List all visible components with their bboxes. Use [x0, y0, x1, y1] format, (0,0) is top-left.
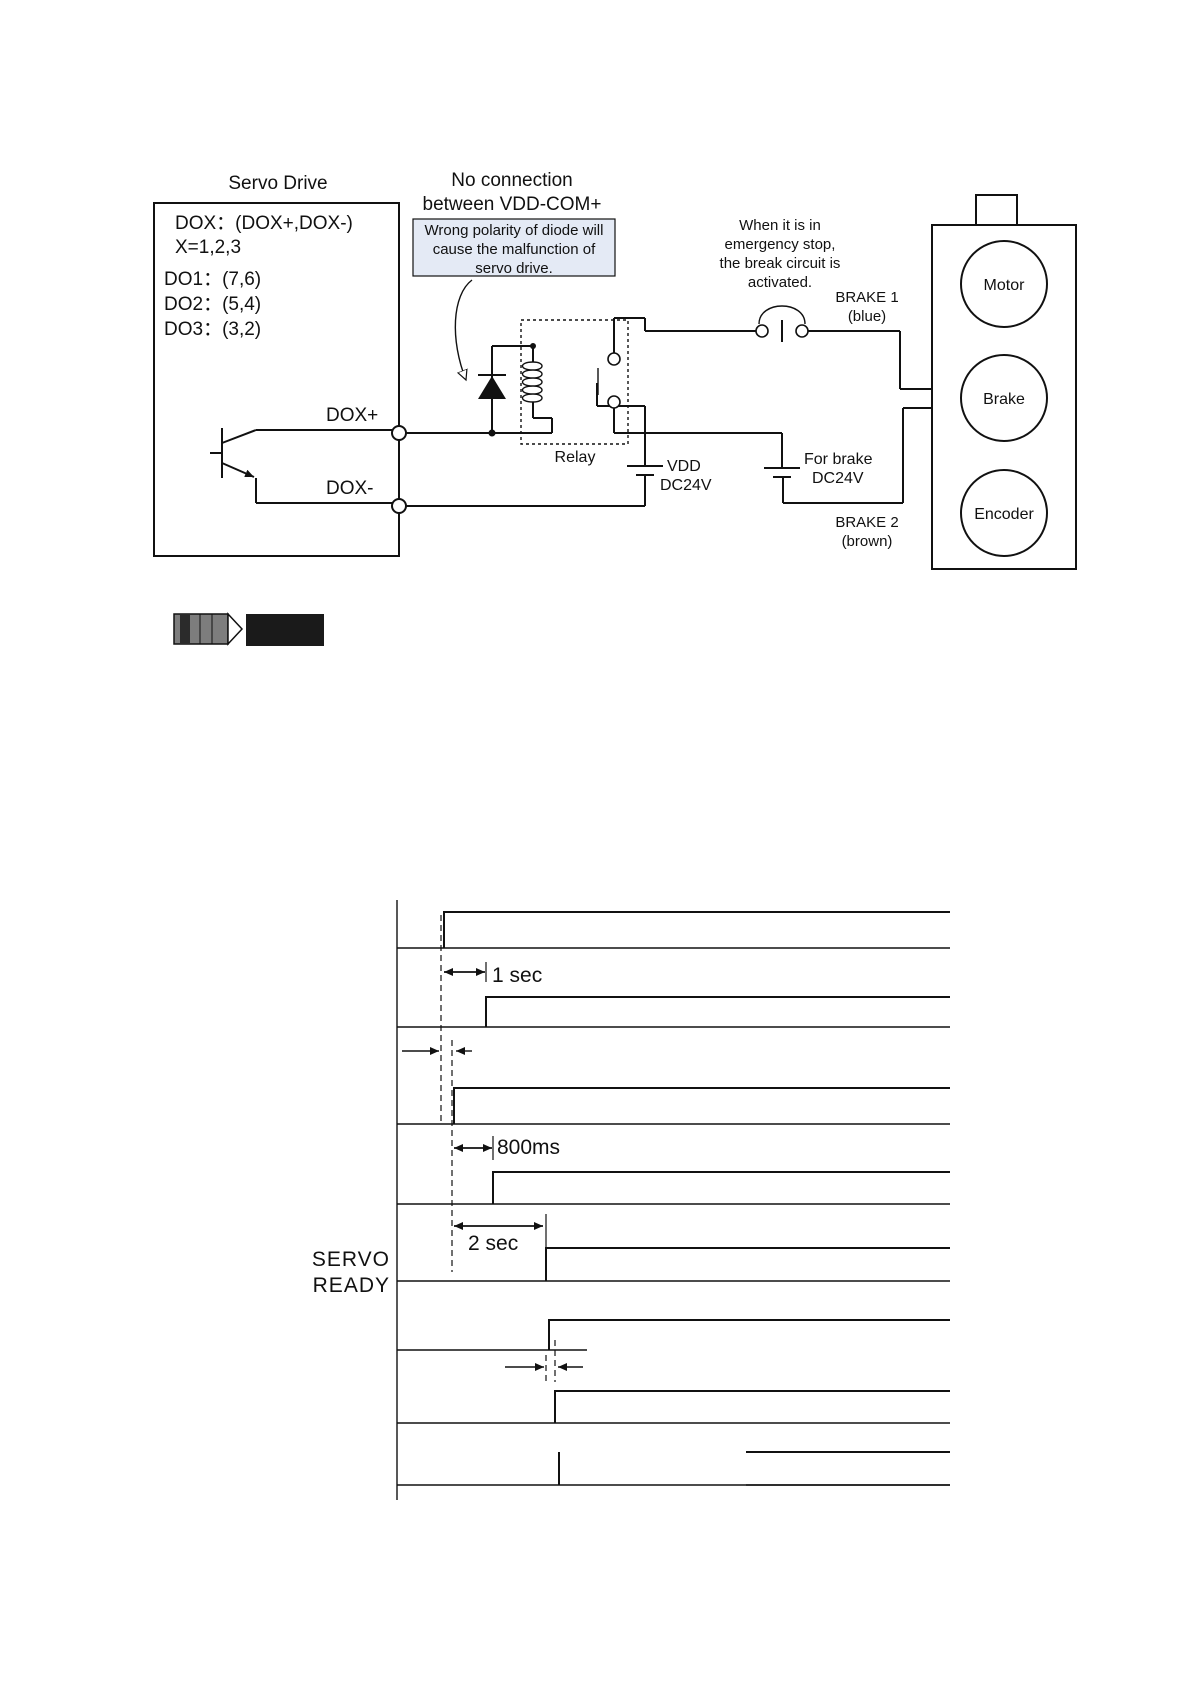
warning-line3: servo drive. — [475, 260, 553, 277]
note-pencil-icon — [173, 612, 244, 646]
brake2-label: BRAKE 2 — [835, 514, 898, 531]
flyback-diode-symbol — [478, 345, 533, 437]
output-transistor-symbol — [210, 428, 399, 504]
motor-shaft — [975, 194, 1018, 226]
dox-plus-terminal — [391, 425, 407, 441]
servo-drive-box — [153, 202, 400, 557]
signal-2-trace — [485, 996, 950, 1027]
timing-guide-lines — [440, 915, 556, 1382]
brake-supply-battery-symbol — [764, 433, 800, 503]
do1-pins: DO1：(7,6) — [164, 269, 261, 290]
no-connection-line1: No connection — [451, 170, 572, 191]
brake1-label: BRAKE 1 — [835, 289, 898, 306]
delay-1-dimension — [444, 962, 487, 982]
signal-7-trace — [554, 1390, 950, 1423]
note-heading-bar — [246, 614, 324, 646]
warning-pointer-arrow — [454, 279, 473, 380]
warning-line2: cause the malfunction of — [433, 241, 596, 258]
vdd-label: VDD — [667, 458, 701, 475]
brake2-color: (brown) — [842, 533, 893, 550]
delay-3-label: 2 sec — [468, 1232, 518, 1255]
do2-pins: DO2：(5,4) — [164, 294, 261, 315]
estop-note-line1: When it is in — [739, 217, 821, 234]
relay-contact-symbol — [596, 317, 782, 466]
brake-wiring-diagram: Servo Drive DOX：(DOX+,DOX-) X=1,2,3 DO1：… — [153, 170, 1077, 570]
vdd-voltage-label: DC24V — [660, 477, 712, 494]
signal-8-trace — [558, 1451, 950, 1485]
encoder-circle — [960, 469, 1048, 557]
motor-label: Motor — [984, 277, 1026, 294]
row-separators — [397, 947, 950, 1486]
brake1-color: (blue) — [848, 308, 886, 325]
delay-2-dimension — [454, 1136, 494, 1160]
motor-circle — [960, 240, 1048, 328]
delay-1-label: 1 sec — [492, 964, 542, 987]
signal-3-trace — [453, 1087, 950, 1124]
vdd-battery-symbol — [627, 465, 663, 506]
relay-coil-symbol — [521, 343, 553, 433]
delay-2-label: 800ms — [497, 1136, 560, 1159]
servo-drive-title: Servo Drive — [228, 173, 327, 194]
dox-definition: DOX：(DOX+,DOX-) — [175, 213, 353, 234]
signal-6-trace — [548, 1319, 950, 1350]
servo-on-timing-chart: 1 sec 800ms 2 sec SERVO READY — [312, 900, 950, 1500]
servo-ready-line2: READY — [313, 1274, 390, 1297]
warning-line1: Wrong polarity of diode will — [425, 222, 604, 239]
x-definition: X=1,2,3 — [175, 237, 241, 258]
estop-note-line3: the break circuit is — [720, 255, 841, 272]
emergency-stop-switch-symbol — [755, 305, 900, 342]
servo-ready-line1: SERVO — [312, 1248, 390, 1271]
delay-3-dimension — [454, 1214, 547, 1250]
for-brake-voltage: DC24V — [812, 470, 864, 487]
estop-note-line4: activated. — [748, 274, 812, 291]
do3-pins: DO3：(3,2) — [164, 319, 261, 340]
brake-label: Brake — [983, 391, 1025, 408]
brake-circle — [960, 354, 1048, 442]
diode-warning-box — [412, 218, 616, 277]
encoder-label: Encoder — [974, 506, 1034, 523]
relay-box — [520, 319, 629, 445]
dox-minus-label: DOX- — [326, 478, 374, 499]
signal-4-trace — [492, 1171, 950, 1204]
for-brake-label: For brake — [804, 451, 873, 468]
relay-label: Relay — [555, 449, 596, 466]
signal-5-trace — [545, 1247, 950, 1281]
no-connection-line2: between VDD-COM+ — [423, 194, 602, 215]
dox-minus-terminal — [391, 498, 407, 514]
estop-note-line2: emergency stop, — [725, 236, 836, 253]
dox-plus-label: DOX+ — [326, 405, 378, 426]
motor-housing — [931, 224, 1077, 570]
signal-1-trace — [443, 911, 950, 948]
